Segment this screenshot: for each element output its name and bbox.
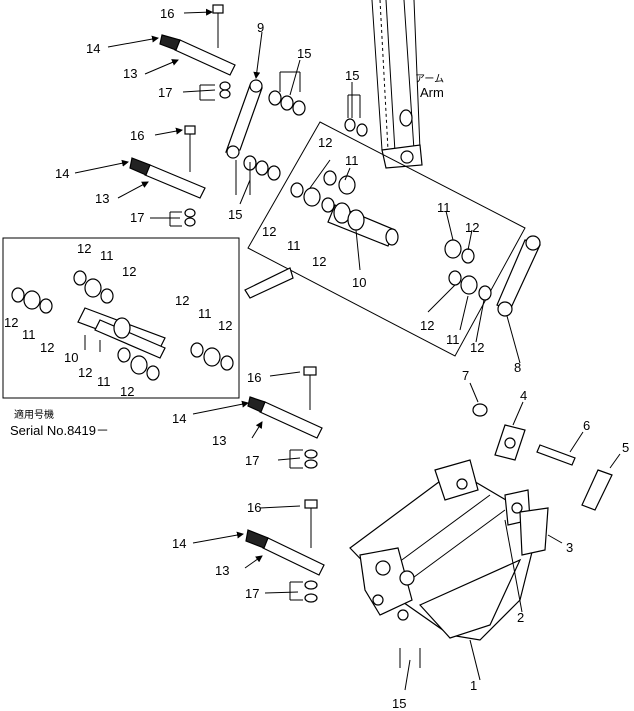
callout-14d: 14	[172, 536, 186, 551]
callout-11: 11	[345, 153, 359, 168]
callout-12k: 12	[175, 293, 189, 308]
direction-arrow-icon	[244, 267, 294, 299]
callout-2: 2	[517, 610, 524, 625]
callout-8: 8	[514, 360, 521, 375]
callout-12n: 12	[120, 384, 134, 399]
callout-1: 1	[470, 678, 477, 693]
pin-icon	[174, 39, 236, 76]
callout-11b: 11	[287, 238, 301, 253]
callout-7: 7	[462, 368, 469, 383]
callout-13: 13	[123, 66, 137, 81]
callout-17d: 17	[245, 586, 259, 601]
callout-4: 4	[520, 388, 527, 403]
serial-inset: 適用号機 Serial No.8419－	[2, 237, 240, 438]
callout-9: 9	[257, 20, 264, 35]
bolt-head-icon	[212, 4, 224, 14]
callout-12j: 12	[40, 340, 54, 355]
callout-6: 6	[583, 418, 590, 433]
callout-12g: 12	[77, 241, 91, 256]
callout-11h: 11	[97, 374, 111, 389]
callout-17c: 17	[245, 453, 259, 468]
pin-assembly-lower1	[247, 366, 323, 469]
callout-labels: 1 2 3 4 5 6 7 8 9 10 11 12 13 14 15 16 1…	[4, 6, 629, 711]
callout-12f: 12	[470, 340, 484, 355]
callout-12b: 12	[262, 224, 276, 239]
callout-16c: 16	[247, 370, 261, 385]
brackets	[84, 71, 421, 668]
callout-12i: 12	[4, 315, 18, 330]
callout-16: 16	[160, 6, 174, 21]
callout-12c: 12	[312, 254, 326, 269]
callout-14c: 14	[172, 411, 186, 426]
callout-13b: 13	[95, 191, 109, 206]
callout-13c: 13	[212, 433, 226, 448]
callout-16d: 16	[247, 500, 261, 515]
pin-assembly-mid	[129, 125, 206, 227]
callout-11c: 11	[437, 200, 451, 215]
callout-14b: 14	[55, 166, 69, 181]
callout-15c: 15	[228, 207, 242, 222]
bucket	[349, 459, 549, 641]
callout-16b: 16	[130, 128, 144, 143]
nut-7-icon	[472, 403, 488, 417]
serial-jp-label: 適用号機	[14, 408, 54, 421]
plate-5-icon	[581, 469, 613, 511]
callout-12e: 12	[420, 318, 434, 333]
callout-17: 17	[158, 85, 172, 100]
callout-14: 14	[86, 41, 100, 56]
arm-bushing-icon	[400, 150, 414, 164]
callout-11g: 11	[198, 306, 212, 321]
callout-15b: 15	[345, 68, 359, 83]
pin-assembly-lower2	[245, 499, 325, 603]
callout-13d: 13	[215, 563, 229, 578]
callout-12m: 12	[78, 365, 92, 380]
callout-12h: 12	[122, 264, 136, 279]
inset-parts	[11, 270, 234, 381]
callout-11d: 11	[446, 332, 460, 347]
pin-assembly-top	[159, 4, 236, 99]
arm-label: Arm	[420, 85, 444, 100]
arm-jp-label: アーム	[415, 73, 444, 85]
leader-lines	[74, 8, 621, 691]
callout-12: 12	[318, 135, 332, 150]
callout-17b: 17	[130, 210, 144, 225]
box-bushings	[290, 170, 492, 301]
link-box	[247, 121, 526, 357]
callout-3: 3	[566, 540, 573, 555]
tooth-3	[519, 507, 549, 556]
callout-12l: 12	[218, 318, 232, 333]
callout-10: 10	[352, 275, 366, 290]
callout-12d: 12	[465, 220, 479, 235]
arm: アーム Arm	[371, 0, 444, 169]
link-9	[225, 84, 263, 153]
serial-label: Serial No.8419－	[10, 423, 109, 438]
side-parts	[472, 403, 613, 511]
callout-5: 5	[622, 440, 629, 455]
callout-15: 15	[297, 46, 311, 61]
callout-11f: 11	[22, 327, 36, 342]
bolt-6-icon	[536, 444, 576, 466]
callout-11e: 11	[100, 248, 114, 263]
washers-15-top	[243, 90, 368, 181]
callout-10b: 10	[64, 350, 78, 365]
callout-15d: 15	[392, 696, 406, 711]
